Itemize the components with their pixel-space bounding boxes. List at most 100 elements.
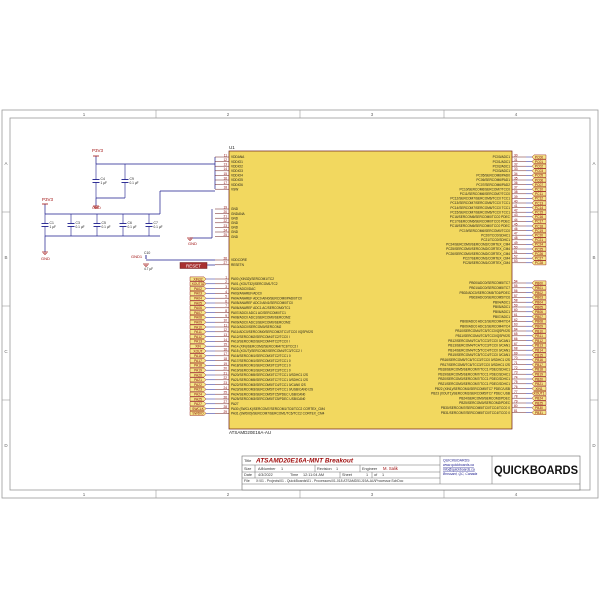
- pin-number: 26: [223, 395, 227, 399]
- port-box: [531, 333, 547, 339]
- port-box: [531, 191, 547, 197]
- port-box: [189, 324, 207, 330]
- pin-number: 55: [514, 284, 518, 288]
- pin-name: PC19/SERCOM6/SERCOM0/TCC0: [460, 229, 511, 233]
- port-label: XOUT: [193, 349, 202, 353]
- port-box: [531, 314, 547, 319]
- pin-name: PA30 (SWCLK)/SERCOM7/SERCOM1/TC6/TCC2 CO…: [231, 407, 325, 411]
- pin-number: 5: [225, 295, 227, 299]
- pin-name: PA15 (XOUT)/SERCOM2/SERCOM4/TC3/TCC2 I: [231, 349, 302, 353]
- pin-name: PB10/SERCOM4/TC5/TCC0/QSPI/I2S: [455, 329, 510, 333]
- pin-number: 13: [223, 163, 227, 167]
- port-label: PB06: [535, 310, 543, 314]
- pin-number: 11: [224, 153, 228, 157]
- port-label: PC14: [535, 206, 543, 210]
- pin-name: VDDIO5: [231, 178, 243, 182]
- pin-number: 65: [514, 332, 518, 336]
- port-box: [531, 232, 547, 238]
- port-label: PC11: [535, 192, 543, 196]
- port-box: [189, 319, 207, 325]
- pin-number: 9: [225, 314, 227, 318]
- port-box: [531, 405, 547, 411]
- port-label: PA04: [194, 297, 202, 301]
- pin-name: RESETN: [231, 263, 245, 267]
- pin-name: PB17/SERCOM5/TC6/TCC3/TCC0 0/SDHC1 I2S: [440, 363, 510, 367]
- company-line-3: info@quickboards.ca: [443, 468, 475, 472]
- pin-name: PA10/ADC0/SERCOM0/SERCOM2: [231, 325, 281, 329]
- pin-number: 26: [223, 256, 227, 260]
- pin-name: PB13/SERCOM4/TC4/TCC3/TCC0 0/CAN1: [448, 344, 510, 348]
- pin-number: 60: [514, 308, 518, 312]
- port-label: PB19: [535, 373, 543, 377]
- pin-number: 63: [514, 323, 518, 327]
- pin-number: 19: [223, 362, 227, 366]
- pin-number: 3: [225, 285, 227, 289]
- capacitor-ref: C4: [101, 177, 105, 181]
- port-box: [531, 319, 547, 324]
- pin-name: PC13/SERCOM7/SERCOM6/TCC0 TCC1: [450, 201, 510, 205]
- company-line-4: Brossard, QC, Canada: [443, 472, 477, 476]
- pin-name: GND: [231, 235, 239, 239]
- port-label: PC02: [535, 165, 543, 169]
- port-box: [531, 246, 547, 252]
- pin-name: PC07/SERCOM6/PAD2: [476, 183, 510, 187]
- port-label: PB21: [535, 382, 543, 386]
- pin-name: VSW: [231, 187, 238, 191]
- frame-row-label-right: C: [592, 349, 596, 354]
- pin-number: 50: [514, 245, 518, 249]
- date-label: Date: [244, 473, 252, 477]
- pin-number: 28: [223, 405, 227, 409]
- net-label-vdd-mid: P3V3: [42, 197, 54, 202]
- port-box: [189, 329, 207, 335]
- port-box: [531, 362, 547, 367]
- frame-col-label-top: 4: [515, 112, 518, 117]
- port-label: PB12: [535, 339, 543, 343]
- port-box: [189, 411, 207, 416]
- port-label: PB10: [535, 329, 543, 333]
- pin-number: 51: [514, 250, 518, 254]
- port-box: [189, 358, 207, 363]
- pin-name: PC27/SERCOM1/CORTEX_CM4: [463, 256, 510, 260]
- port-label: SWCLK: [192, 407, 205, 411]
- pin-name: PB15/SERCOM4/TC5/TCC4/TCC0 0/CAN1: [448, 353, 510, 357]
- capacitor-value: 0.1 µF: [130, 181, 139, 185]
- pin-name: PC01/ADC1: [493, 160, 511, 164]
- port-label: PA02: [194, 287, 202, 291]
- port-box: [531, 242, 547, 247]
- port-box: [531, 255, 547, 261]
- port-box: [189, 291, 207, 296]
- reset-port: RESET: [179, 262, 208, 269]
- port-label: PA13: [194, 340, 202, 344]
- pin-name: PA04/ANAREF ADC0 AIN0/SERCOM0/PAD0/TC0: [231, 296, 302, 300]
- pin-number: 21: [223, 371, 227, 375]
- pin-name: PB23 (XOUT1)/SERCOM1/SERCOM5/TC7 PDEC US…: [431, 392, 510, 396]
- port-box: [531, 280, 547, 286]
- port-label: PC19: [535, 229, 543, 233]
- port-box: [531, 285, 547, 291]
- net-label-gnd-mid: GND: [188, 241, 197, 246]
- wiring: [42, 155, 216, 267]
- pin-number: 12: [223, 158, 227, 162]
- pin-number: 35: [514, 176, 518, 180]
- net-label-gnd-left: GND: [41, 256, 50, 261]
- pin-name: PA21/SERCOM5/SERCOM3/TC7/TCC1 0/SDHC1 I2…: [231, 378, 308, 382]
- pin-name: PC03/ADC1: [493, 169, 511, 173]
- pin-name: GND: [231, 230, 239, 234]
- port-label: PA08: [194, 316, 202, 320]
- frame-row-label-right: A: [592, 161, 595, 166]
- port-label: SWDIO: [192, 412, 204, 416]
- port-box: [531, 381, 547, 387]
- pin-number: 18: [223, 186, 227, 190]
- port-label: XOUT1: [534, 392, 545, 396]
- pin-number: 54: [514, 279, 518, 283]
- port-box: [531, 295, 547, 300]
- pin-number: 34: [514, 172, 518, 176]
- port-label: XIN32: [193, 277, 202, 281]
- pin-number: 8: [225, 309, 227, 313]
- file-label: File: [244, 479, 250, 483]
- port-label: PB03: [535, 296, 543, 300]
- port-label: XIN: [195, 345, 201, 349]
- port-label: PC16: [535, 215, 543, 219]
- pin-number: 38: [514, 190, 518, 194]
